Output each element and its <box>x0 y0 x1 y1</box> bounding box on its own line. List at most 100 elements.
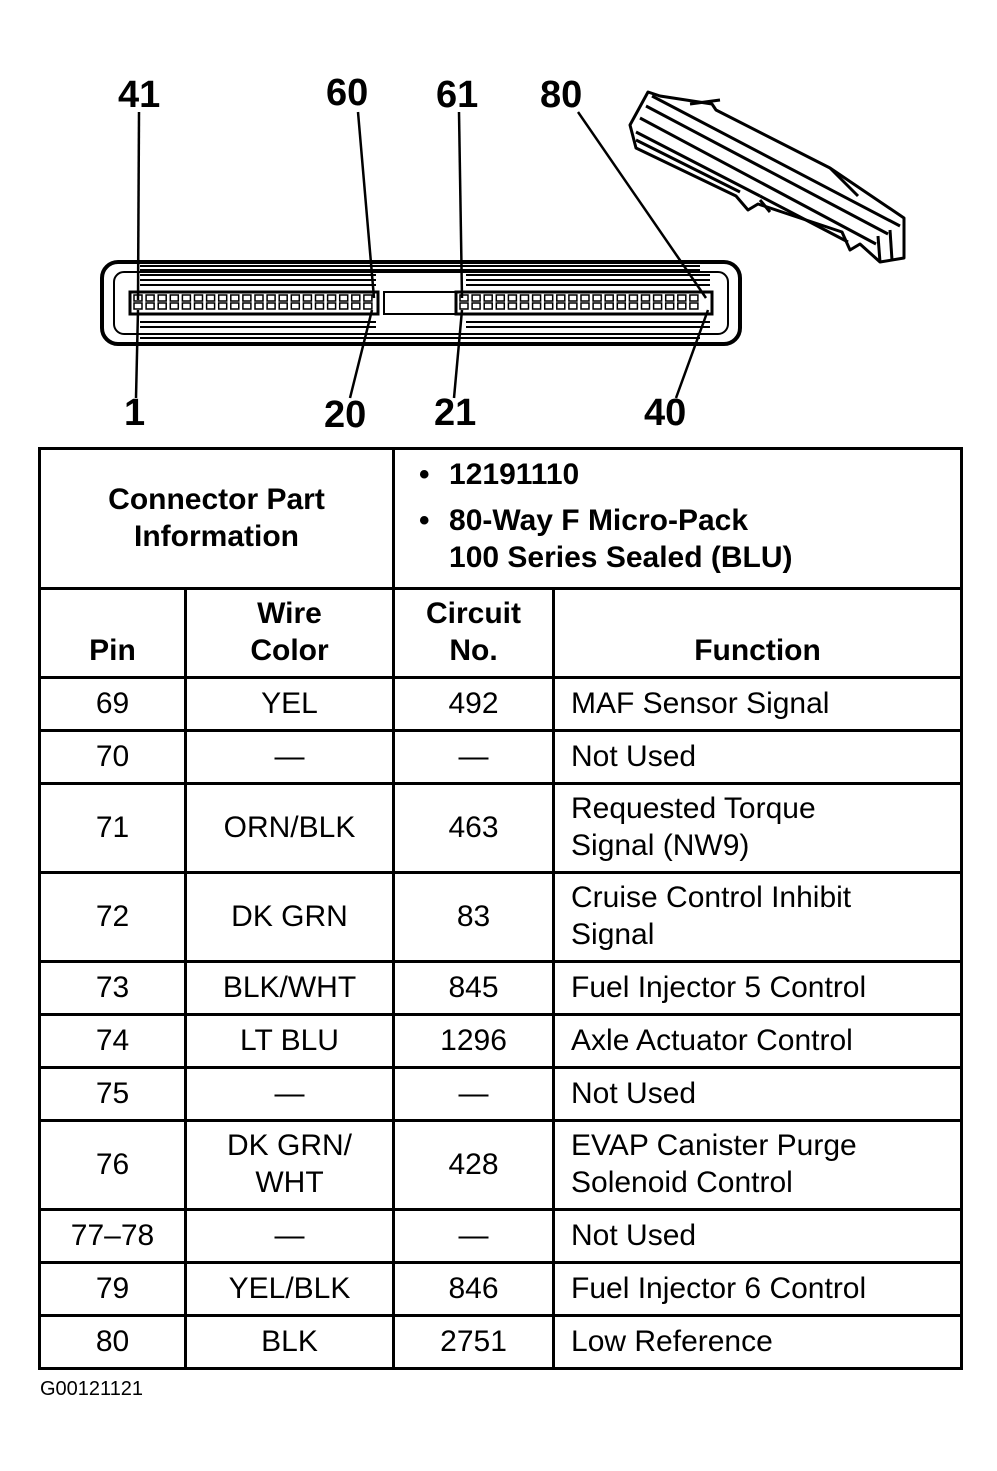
pin-cavity <box>145 302 155 310</box>
pin-cavity <box>531 302 542 310</box>
pin-cavity <box>628 294 639 302</box>
wire-color-cell: BLK/WHT <box>183 960 396 1016</box>
pin-cavity <box>278 294 288 302</box>
wire-color-cell-line: LT BLU <box>240 1023 339 1057</box>
table-row: 70 — — Not Used <box>38 729 964 785</box>
pin-cavity <box>628 302 639 310</box>
pin-cell: 71 <box>38 782 187 874</box>
connector-face-illustration <box>100 90 906 399</box>
pin-cavity <box>266 294 276 302</box>
wire-color-cell: DK GRN <box>183 871 396 963</box>
pin-cavity <box>169 302 180 310</box>
pin-cavity <box>230 294 240 302</box>
pin-cavity <box>351 294 361 302</box>
function-cell-line: Low Reference <box>571 1324 773 1358</box>
pin-cavity <box>543 302 554 310</box>
pin-cavity <box>531 294 542 302</box>
circuit-cell: 846 <box>392 1261 556 1317</box>
pin-cavity <box>507 294 518 302</box>
pin-cavity <box>483 302 493 310</box>
pin-cavity <box>604 302 614 310</box>
pin-cavity <box>193 302 204 310</box>
circuit-cell: 2751 <box>392 1314 556 1370</box>
pin-cavity <box>242 302 252 310</box>
wire-color-cell: LT BLU <box>183 1013 396 1069</box>
pin-label-1: 1 <box>124 392 146 434</box>
circuit-cell: — <box>392 729 556 785</box>
wire-color-cell: YEL <box>183 676 396 732</box>
function-cell-line: EVAP Canister Purge <box>571 1129 857 1163</box>
wire-color-cell-line: BLK <box>261 1324 318 1358</box>
pinout-table: Connector Part Information 12191110 80-W… <box>37 447 964 1370</box>
circuit-cell: 463 <box>392 782 556 874</box>
function-cell-line: Not Used <box>571 739 697 773</box>
wire-color-cell-line: ORN/BLK <box>223 810 356 844</box>
pin-cavity <box>217 294 228 302</box>
function-cell: Axle Actuator Control <box>552 1013 964 1069</box>
wire-color-cell: DK GRN/WHT <box>183 1119 396 1211</box>
pin-cavity <box>495 302 506 310</box>
pin-cavity <box>677 294 687 302</box>
function-cell-line: Cruise Control Inhibit <box>571 881 852 915</box>
pin-cavity <box>338 302 349 310</box>
part-number: 12191110 <box>419 457 950 494</box>
pin-cavity <box>157 302 167 310</box>
pin-cavity <box>471 294 481 302</box>
pin-cavity <box>254 294 264 302</box>
pin-cell: 72 <box>38 871 187 963</box>
function-cell-line: Not Used <box>571 1218 697 1252</box>
connector-3d-sketch <box>628 90 906 264</box>
connector-inner-frame <box>113 271 729 335</box>
pin-label-40: 40 <box>644 392 687 434</box>
wire-color-cell-line: — <box>274 1076 305 1110</box>
pin-cavity <box>580 302 590 310</box>
wire-color-cell-line: YEL/BLK <box>228 1271 351 1305</box>
pin-cavity <box>314 294 325 302</box>
wire-color-cell-line: DK GRN/ <box>227 1129 353 1163</box>
function-cell: Not Used <box>552 1208 964 1264</box>
header-circuit-line-2: No. <box>449 634 498 667</box>
pin-cell: 79 <box>38 1261 187 1317</box>
function-cell-line: Fuel Injector 5 Control <box>571 970 867 1004</box>
pin-cavity <box>519 294 530 302</box>
pin-cavity <box>495 294 506 302</box>
wire-color-cell: ORN/BLK <box>183 782 396 874</box>
pin-cavity <box>181 302 192 310</box>
pin-cavity <box>483 294 493 302</box>
housing-ribs <box>140 265 710 339</box>
function-cell: Not Used <box>552 1066 964 1122</box>
pin-cavity <box>592 302 602 310</box>
pin-cavity <box>326 302 337 310</box>
pin-cavity <box>543 294 554 302</box>
pin-cavity <box>157 294 167 302</box>
pin-cell: 70 <box>38 729 187 785</box>
pin-cavity <box>677 302 687 310</box>
circuit-cell: — <box>392 1208 556 1264</box>
pin-cavity <box>302 294 313 302</box>
pin-cavity <box>616 302 627 310</box>
wire-color-cell-line: — <box>274 739 305 773</box>
pin-cavity <box>302 302 313 310</box>
pin-cavity <box>592 294 602 302</box>
pin-cavity <box>664 302 675 310</box>
function-cell-line: Signal (NW9) <box>571 829 750 862</box>
wire-color-cell: YEL/BLK <box>183 1261 396 1317</box>
pin-cavity <box>169 294 180 302</box>
pin-cavity <box>652 302 663 310</box>
pin-cavity <box>568 294 578 302</box>
circuit-cell: 492 <box>392 676 556 732</box>
pin-cell: 73 <box>38 960 187 1016</box>
wire-color-cell-line: WHT <box>255 1166 324 1199</box>
figure-code: G00121121 <box>40 1378 144 1400</box>
table-row: 77–78——Not Used <box>38 1208 964 1264</box>
pin-label-20: 20 <box>324 394 367 436</box>
connector-description-line-1: 80-Way F Micro-Pack <box>449 504 749 538</box>
function-cell: Fuel Injector 5 Control <box>552 960 964 1016</box>
pin-cavity <box>145 294 155 302</box>
